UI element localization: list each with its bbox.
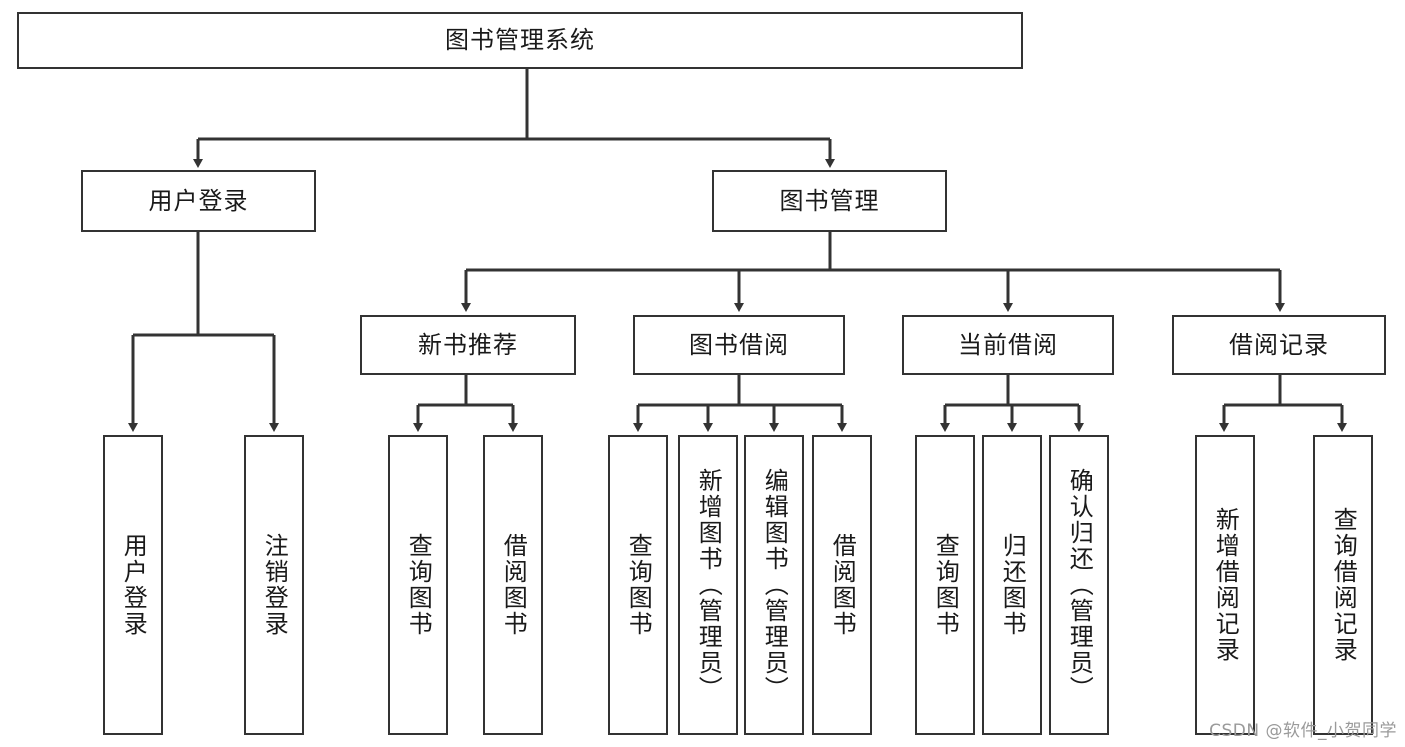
node-user-login[interactable]: 用户登录: [81, 170, 316, 232]
node-label: 用户登录: [148, 186, 249, 215]
leaf-borrow-book-2[interactable]: 借阅图书: [812, 435, 872, 735]
node-label: 新书推荐: [418, 330, 518, 359]
node-book-management[interactable]: 图书管理: [712, 170, 947, 232]
node-label: 图书借阅: [689, 330, 789, 359]
node-label: 确认归还（管理员）: [1065, 468, 1094, 702]
node-label: 新增借阅记录: [1211, 507, 1240, 663]
leaf-query-book-3[interactable]: 查询图书: [915, 435, 975, 735]
node-new-book-recommend[interactable]: 新书推荐: [360, 315, 576, 375]
node-label: 编辑图书（管理员）: [760, 468, 789, 702]
node-borrow-record[interactable]: 借阅记录: [1172, 315, 1386, 375]
node-label: 图书管理系统: [445, 26, 595, 55]
node-label: 查询图书: [931, 533, 960, 637]
node-root-book-management-system[interactable]: 图书管理系统: [17, 12, 1023, 69]
csdn-watermark: CSDN @软件_小贺同学: [1209, 721, 1397, 741]
node-label: 借阅记录: [1229, 330, 1329, 359]
node-book-borrow[interactable]: 图书借阅: [633, 315, 845, 375]
node-label: 当前借阅: [958, 330, 1058, 359]
node-label: 归还图书: [998, 533, 1027, 637]
node-label: 图书管理: [779, 186, 880, 215]
leaf-confirm-return[interactable]: 确认归还（管理员）: [1049, 435, 1109, 735]
node-label: 查询图书: [624, 533, 653, 637]
node-label: 查询借阅记录: [1329, 507, 1358, 663]
node-label: 用户登录: [119, 533, 148, 637]
leaf-user-login[interactable]: 用户登录: [103, 435, 163, 735]
node-label: 借阅图书: [499, 533, 528, 637]
node-current-borrow[interactable]: 当前借阅: [902, 315, 1114, 375]
leaf-query-book-2[interactable]: 查询图书: [608, 435, 668, 735]
leaf-add-record[interactable]: 新增借阅记录: [1195, 435, 1255, 735]
node-label: 借阅图书: [828, 533, 857, 637]
node-label: 新增图书（管理员）: [694, 468, 723, 702]
node-label: 注销登录: [260, 533, 289, 637]
leaf-logout-login[interactable]: 注销登录: [244, 435, 304, 735]
leaf-borrow-book-1[interactable]: 借阅图书: [483, 435, 543, 735]
leaf-edit-book[interactable]: 编辑图书（管理员）: [744, 435, 804, 735]
leaf-query-book-1[interactable]: 查询图书: [388, 435, 448, 735]
leaf-return-book[interactable]: 归还图书: [982, 435, 1042, 735]
node-label: 查询图书: [404, 533, 433, 637]
leaf-add-book[interactable]: 新增图书（管理员）: [678, 435, 738, 735]
leaf-query-record[interactable]: 查询借阅记录: [1313, 435, 1373, 735]
